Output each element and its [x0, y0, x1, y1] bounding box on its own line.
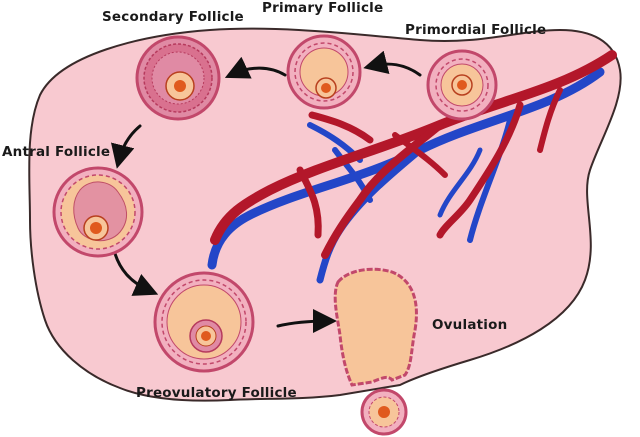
arrow-preovulatory-to-ovulation: [276, 309, 337, 334]
released-oocyte: [360, 388, 408, 436]
preovulatory-follicle: [153, 271, 255, 373]
label-ovulation: Ovulation: [432, 317, 508, 333]
label-antral-follicle: Antral Follicle: [2, 144, 111, 160]
primary-follicle: [286, 34, 362, 110]
arrow-primordial-to-primary: [363, 50, 422, 77]
primordial-follicle: [426, 49, 498, 121]
arrow-secondary-to-antral: [111, 124, 142, 169]
artery-network: [210, 50, 617, 259]
label-primary-follicle: Primary Follicle: [262, 0, 384, 16]
label-secondary-follicle: Secondary Follicle: [102, 9, 244, 25]
label-preovulatory-follicle: Preovulatory Follicle: [136, 385, 297, 401]
antral-follicle: [52, 166, 144, 258]
arrow-primary-to-secondary: [224, 56, 287, 79]
secondary-follicle: [135, 35, 221, 121]
label-primordial-follicle: Primordial Follicle: [405, 22, 547, 38]
ruptured-follicle: [333, 267, 418, 387]
